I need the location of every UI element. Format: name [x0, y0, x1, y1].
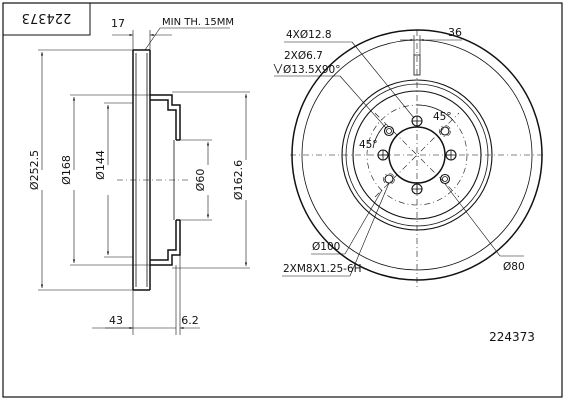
part-number-mirrored: 224373 [22, 10, 72, 25]
dia-80-label: Ø80 [503, 261, 525, 273]
front-view: 36 4XØ12.8 2XØ6.7 Ø13.5X90° 45° 45° Ø100… [273, 26, 545, 290]
dia-168-label: Ø168 [60, 155, 73, 185]
height-43-label: 43 [109, 314, 123, 327]
holes-2-label: 2XØ6.7 [284, 50, 323, 62]
part-number-box: 224373 [2, 2, 91, 36]
side-section-view: 17 MIN TH. 15MM Ø252.5 Ø168 Ø144 [28, 17, 250, 335]
min-thickness-label: MIN TH. 15MM [162, 17, 234, 28]
size-36-label: 36 [448, 26, 462, 39]
pcd-100-label: Ø100 [312, 241, 340, 253]
angle-top-label: 45° [433, 111, 452, 123]
angle-left-label: 45° [359, 139, 378, 151]
dia-162-6-label: Ø162.6 [232, 160, 245, 200]
offset-6-2-label: 6.2 [181, 314, 199, 327]
thread-label: 2XM8X1.25-6H [283, 263, 362, 275]
thickness-label: 17 [111, 17, 125, 30]
dia-outer-label: Ø252.5 [28, 150, 41, 190]
holes-4-label: 4XØ12.8 [286, 29, 332, 41]
dia-144-label: Ø144 [94, 150, 107, 180]
countersink-label: Ø13.5X90° [283, 64, 340, 76]
dia-60-label: Ø60 [194, 169, 207, 192]
part-number-label: 224373 [489, 330, 535, 344]
